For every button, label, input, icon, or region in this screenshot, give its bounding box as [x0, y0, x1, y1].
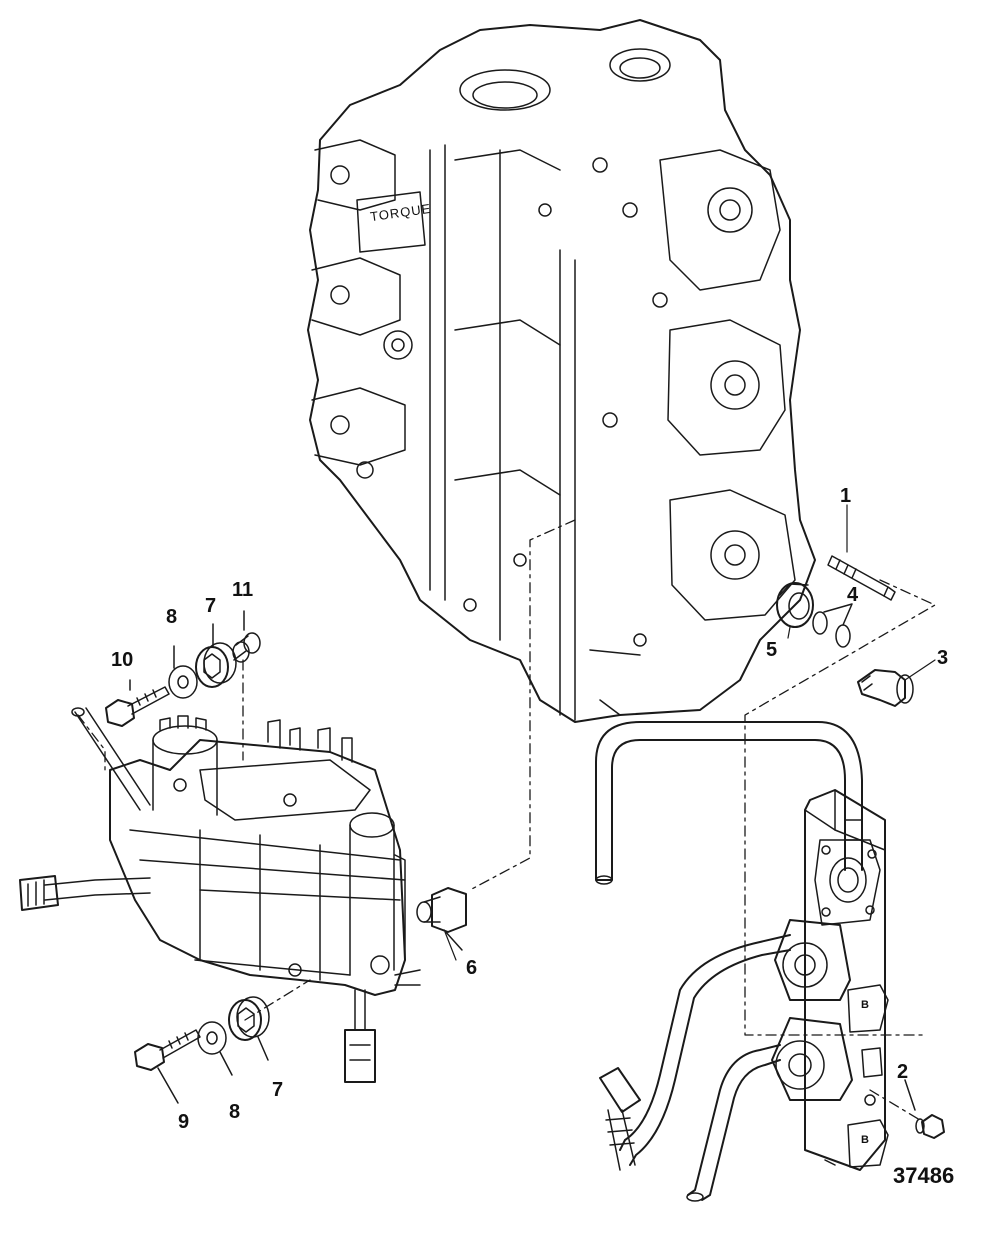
part-4-o-rings — [812, 603, 853, 648]
callout-10: 10 — [111, 649, 134, 671]
connector-marking-lower: B — [861, 1134, 869, 1146]
callout-5: 5 — [766, 639, 778, 661]
part-10-bolt — [105, 679, 170, 727]
figure-number: 37486 — [893, 1163, 955, 1188]
callout-6: 6 — [466, 957, 478, 979]
part-1-stud — [827, 555, 896, 601]
callout-11: 11 — [232, 579, 254, 601]
callout-2: 2 — [897, 1061, 909, 1083]
callout-4: 4 — [847, 584, 859, 606]
part-8-washer-upper — [168, 645, 198, 699]
callout-leaders — [444, 504, 936, 961]
connector-marking-upper: B — [861, 999, 869, 1011]
valve-manifold — [595, 721, 889, 1202]
part-7-grommet-upper — [195, 623, 237, 688]
callout-1: 1 — [840, 485, 852, 507]
engine-block — [307, 19, 816, 723]
callout-7-lower: 7 — [272, 1079, 284, 1101]
callout-9: 9 — [178, 1111, 190, 1133]
callout-8-lower: 8 — [229, 1101, 241, 1123]
part-2-plug — [904, 1079, 945, 1139]
part-8-washer-lower — [197, 1021, 233, 1076]
part-3-sensor — [857, 669, 914, 707]
part-11-bushing — [232, 610, 261, 663]
part-5-seal — [776, 582, 814, 628]
part-7-grommet-lower — [228, 996, 270, 1061]
callout-8-upper: 8 — [166, 606, 178, 628]
control-module — [19, 707, 421, 1083]
part-6-fitting — [416, 887, 467, 951]
callout-3: 3 — [937, 647, 949, 669]
part-9-bolt — [134, 1029, 201, 1104]
callout-7-upper: 7 — [205, 595, 217, 617]
